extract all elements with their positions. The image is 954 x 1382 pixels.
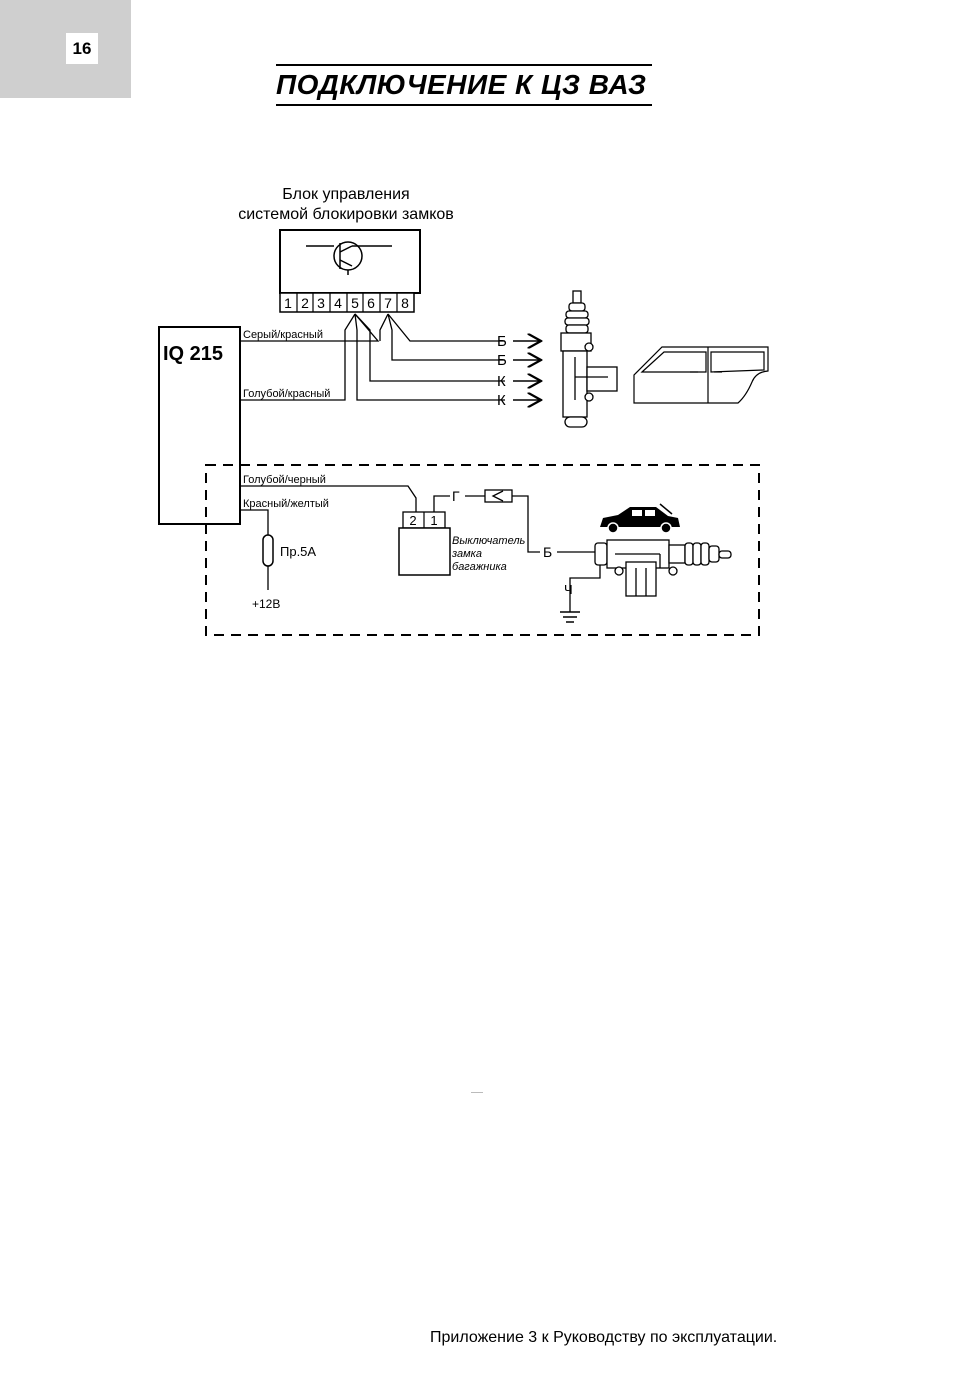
trunk-switch-box — [398, 527, 451, 576]
control-unit-label-line1: Блок управления — [282, 186, 409, 203]
power-label: +12В — [252, 597, 280, 611]
pin-5: 5 — [351, 295, 359, 311]
trunk-option-dashed-box — [205, 464, 760, 636]
alarm-unit-box — [158, 326, 241, 525]
door-output-4: К — [497, 392, 506, 409]
door-output-3: К — [497, 373, 506, 390]
door-output-1: Б — [497, 333, 507, 350]
door-outputs: Б Б К К — [497, 333, 541, 409]
diode-icon — [484, 489, 513, 503]
wire-blue-black-label: Голубой/черный — [243, 474, 326, 486]
trunk-actuator-icon — [594, 539, 732, 597]
pin-3: 3 — [317, 295, 325, 311]
door-output-2: Б — [497, 352, 507, 369]
control-unit-box — [279, 229, 421, 294]
control-unit-label-line2: системой блокировки замков — [238, 206, 454, 223]
fuse-label: Пр.5А — [280, 544, 316, 559]
fuse-icon — [262, 534, 274, 567]
wire-g-label: Г — [452, 488, 460, 504]
page-number: 16 — [66, 33, 98, 64]
trunk-switch-pin-2: 2 — [409, 513, 416, 528]
wire-ch-label: Ч — [564, 582, 573, 597]
car-doors-icon — [633, 346, 769, 404]
transistor-icon — [306, 241, 392, 275]
page-title: ПОДКЛЮЧЕНИЕ К ЦЗ ВАЗ — [276, 64, 652, 106]
ground-icon — [560, 611, 580, 623]
page-footer: Приложение 3 к Руководству по эксплуатац… — [430, 1329, 778, 1346]
wire-red-yellow-label: Красный/желтый — [243, 498, 329, 510]
trunk-switch-pin-1: 1 — [430, 513, 437, 528]
pin-4: 4 — [334, 295, 342, 311]
wiring-diagram: Блок управления системой блокировки замк… — [158, 186, 769, 636]
wire-b-label: Б — [543, 544, 552, 560]
stray-mark — [471, 1092, 483, 1093]
wire-blue-red-label: Голубой/красный — [243, 388, 330, 400]
alarm-unit-label: IQ 215 — [163, 343, 223, 365]
pin-8: 8 — [401, 295, 409, 311]
page-tab: 16 — [0, 0, 131, 98]
pin-6: 6 — [367, 295, 375, 311]
trunk-switch-label-line2: замка — [451, 548, 482, 560]
trunk-switch-label-line1: Выключатель — [452, 535, 526, 547]
car-icon — [600, 503, 680, 534]
trunk-switch-label-line3: багажника — [452, 561, 507, 573]
pin-1: 1 — [284, 295, 292, 311]
door-actuator-icon — [560, 290, 618, 428]
pin-7: 7 — [384, 295, 392, 311]
pin-connector: 1 2 3 4 5 6 7 8 — [279, 292, 415, 313]
pin-2: 2 — [301, 295, 309, 311]
wire-grey-red-label: Серый/красный — [243, 329, 323, 341]
